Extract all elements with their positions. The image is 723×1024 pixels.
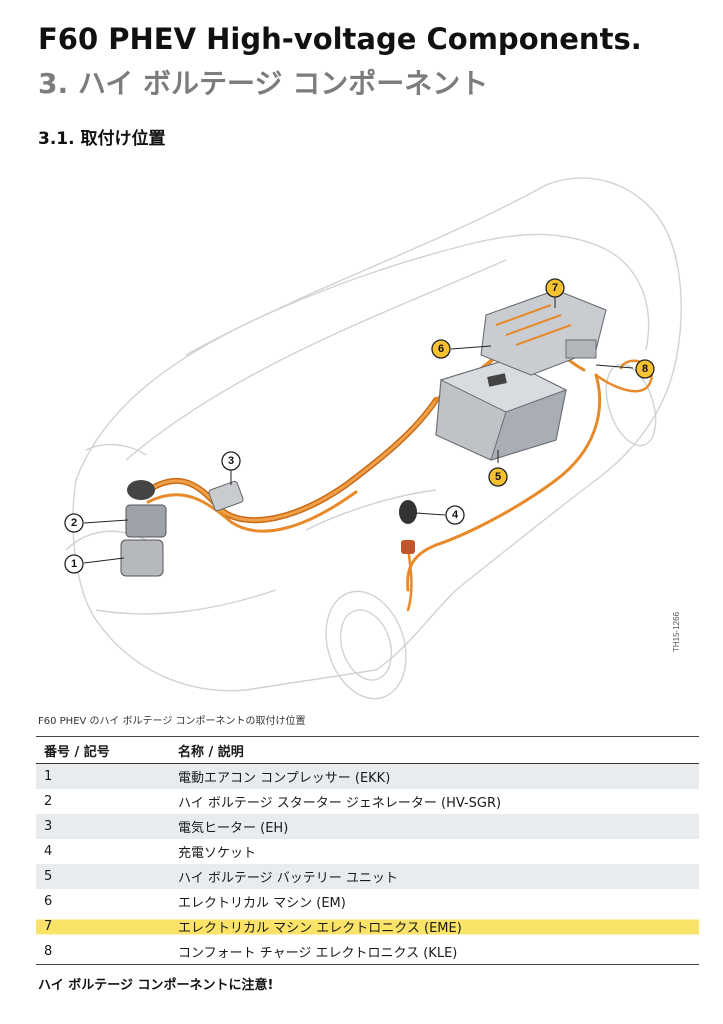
eme-unit-shape (480, 289, 607, 376)
table-row: 3 電気ヒーター (EH) (36, 814, 699, 839)
row-number: 4 (44, 844, 53, 859)
callout-3: 3 (221, 451, 241, 471)
callout-8: 8 (635, 359, 655, 379)
charging-socket-shape (399, 500, 417, 554)
table-row: 4 充電ソケット (36, 839, 699, 864)
section-heading: 3.1. 取付け位置 (38, 129, 166, 149)
svg-text:8: 8 (642, 363, 648, 375)
callout-7: 7 (545, 278, 565, 298)
table-row: 8 コンフォート チャージ エレクトロニクス (KLE) (36, 939, 699, 964)
components-table: 番号 / 記号 名称 / 説明 1 電動エアコン コンプレッサー (EKK) 2… (36, 736, 699, 965)
table-header: 番号 / 記号 名称 / 説明 (36, 737, 699, 764)
svg-text:4: 4 (452, 509, 459, 521)
electric-heater-shape (208, 480, 244, 512)
hv-battery-unit-shape (435, 359, 568, 461)
svg-text:5: 5 (495, 471, 501, 483)
row-name: エレクトリカル マシン エレクトロニクス (EME) (178, 921, 462, 936)
table-row: 6 エレクトリカル マシン (EM) (36, 889, 699, 914)
row-name: 電動エアコン コンプレッサー (EKK) (178, 771, 391, 786)
figure-code: TH15-1266 (672, 611, 681, 652)
table-row: 5 ハイ ボルテージ バッテリー ユニット (36, 864, 699, 889)
row-name: 充電ソケット (178, 846, 257, 861)
svg-text:3: 3 (228, 455, 234, 467)
table-row: 1 電動エアコン コンプレッサー (EKK) (36, 764, 699, 789)
vehicle-outline (65, 177, 682, 700)
row-name: ハイ ボルテージ バッテリー ユニット (178, 871, 398, 886)
header-name: 名称 / 説明 (178, 744, 244, 760)
leader-lines (83, 288, 634, 564)
high-voltage-cables (138, 333, 653, 612)
row-number: 8 (44, 944, 53, 959)
callout-4: 4 (445, 505, 465, 525)
svg-text:2: 2 (71, 517, 77, 529)
row-number: 3 (44, 819, 53, 834)
header-number: 番号 / 記号 (44, 744, 110, 760)
row-name: エレクトリカル マシン (EM) (178, 896, 346, 911)
figure-caption: F60 PHEV のハイ ボルテージ コンポーネントの取付け位置 (38, 716, 306, 727)
svg-text:6: 6 (438, 343, 444, 355)
svg-text:1: 1 (71, 558, 77, 570)
svg-text:7: 7 (552, 282, 558, 294)
front-components-shape (120, 480, 167, 577)
table-row: 2 ハイ ボルテージ スターター ジェネレーター (HV-SGR) (36, 789, 699, 814)
callout-1: 1 (64, 554, 84, 574)
row-name: コンフォート チャージ エレクトロニクス (KLE) (178, 946, 458, 961)
callout-5: 5 (488, 467, 508, 487)
row-number: 5 (44, 869, 53, 884)
callout-6: 6 (431, 339, 451, 359)
component-location-figure: 1 2 3 4 5 6 7 8 (36, 150, 698, 710)
warning-note: ハイ ボルテージ コンポーネントに注意! (38, 978, 274, 993)
row-number: 7 (44, 919, 53, 934)
page-title-english: F60 PHEV High-voltage Components. (38, 22, 642, 56)
row-number: 1 (44, 769, 53, 784)
page-title-japanese: 3. ハイ ボルテージ コンポーネント (38, 67, 489, 100)
row-number: 2 (44, 794, 53, 809)
row-name: ハイ ボルテージ スターター ジェネレーター (HV-SGR) (178, 796, 502, 811)
row-name: 電気ヒーター (EH) (178, 821, 289, 836)
row-number: 6 (44, 894, 53, 909)
callout-2: 2 (64, 513, 84, 533)
table-row-highlighted: 7 エレクトリカル マシン エレクトロニクス (EME) (36, 914, 699, 939)
